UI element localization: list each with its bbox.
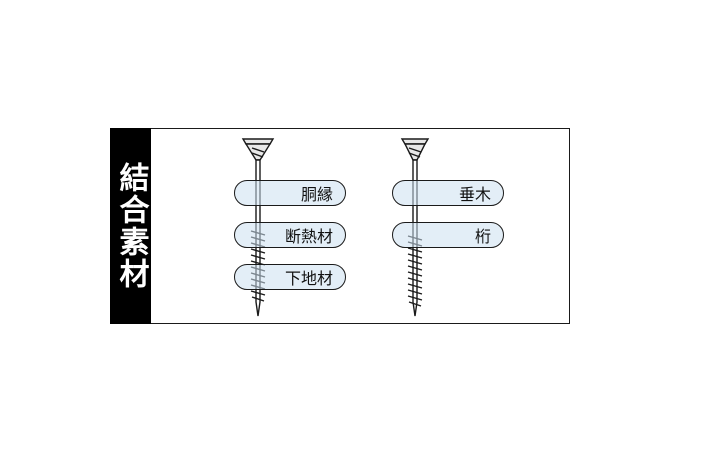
label-pill-dobuchi: 胴縁	[234, 180, 346, 206]
label-text: 垂木	[458, 185, 491, 204]
label-pill-beam: 桁	[392, 222, 504, 248]
label-pill-substrate: 下地材	[234, 264, 346, 290]
label-text: 断熱材	[284, 227, 333, 246]
label-pill-insulation: 断熱材	[234, 222, 346, 248]
side-label: 結合素材	[110, 128, 151, 324]
label-text: 桁	[474, 227, 491, 246]
side-label-text: 結合素材	[113, 162, 149, 290]
label-pill-rafter: 垂木	[392, 180, 504, 206]
label-text: 胴縁	[300, 185, 333, 204]
label-text: 下地材	[284, 269, 333, 288]
